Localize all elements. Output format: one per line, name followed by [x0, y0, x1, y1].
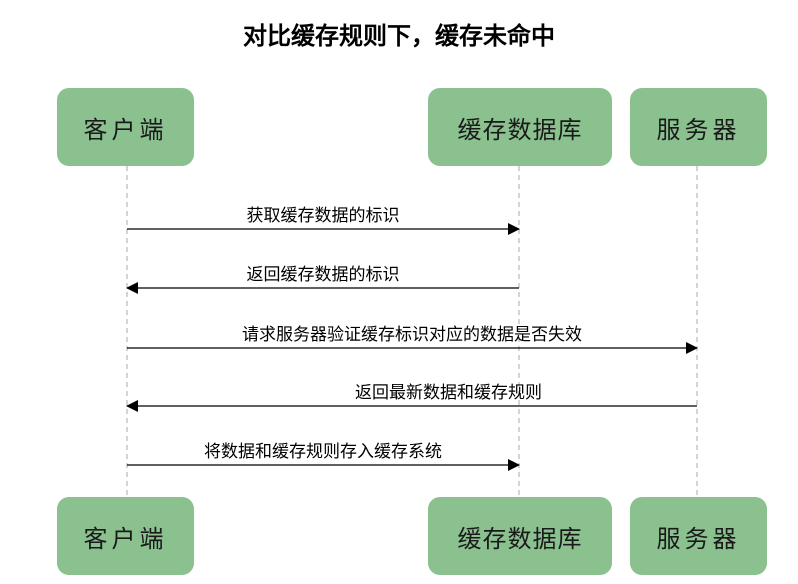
message-1: 获取缓存数据的标识: [246, 206, 400, 226]
message-3: 请求服务器验证缓存标识对应的数据是否失效: [242, 325, 582, 345]
actor-client-bottom: 客户端: [57, 497, 194, 575]
message-4: 返回最新数据和缓存规则: [355, 383, 542, 403]
message-5: 将数据和缓存规则存入缓存系统: [204, 442, 442, 462]
actor-client-top: 客户端: [57, 88, 194, 166]
actor-cache-top: 缓存数据库: [428, 88, 612, 166]
message-2: 返回缓存数据的标识: [246, 265, 400, 285]
actor-cache-bottom: 缓存数据库: [428, 497, 612, 575]
actor-server-top: 服务器: [630, 88, 767, 166]
actor-server-bottom: 服务器: [630, 497, 767, 575]
diagram-title: 对比缓存规则下，缓存未命中: [243, 22, 555, 50]
